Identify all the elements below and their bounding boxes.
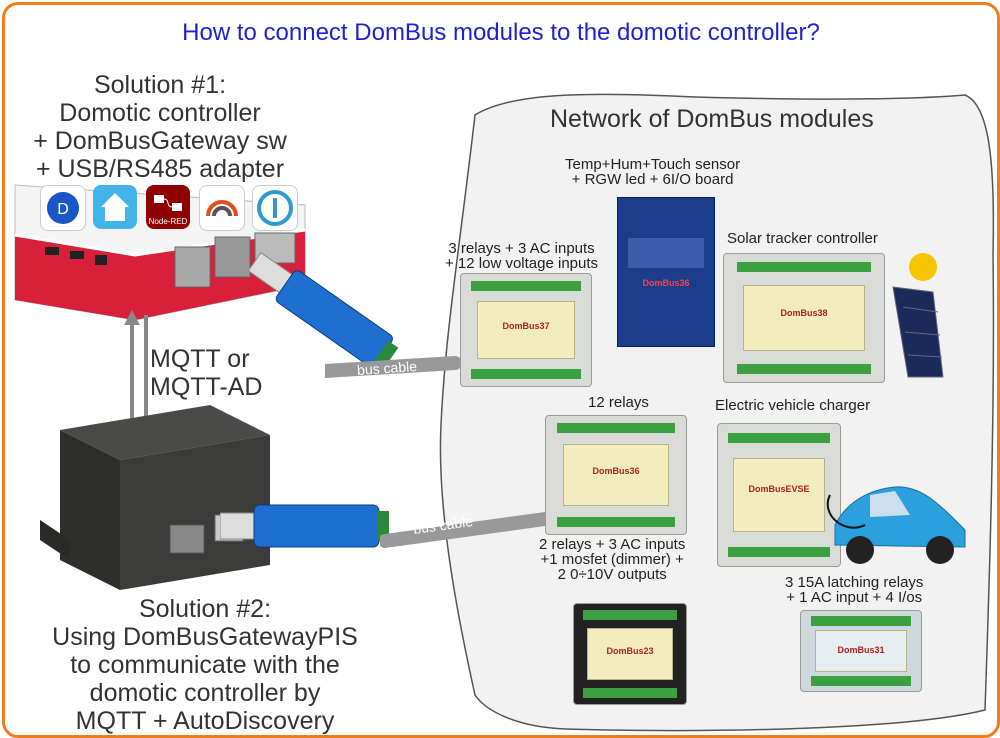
solar-panel-image bbox=[892, 253, 944, 378]
solution2-line-5: MQTT + AutoDiscovery bbox=[75, 707, 335, 735]
module-7-label: DomBus31 bbox=[837, 644, 885, 655]
solution1-text: Solution #1: Domotic controller + DomBus… bbox=[5, 71, 315, 183]
module-6-caption-line-1: 2 relays + 3 AC inputs bbox=[539, 536, 686, 553]
module-3-image: DomBus38 bbox=[723, 253, 885, 383]
module-4-label: DomBus36 bbox=[592, 465, 640, 476]
solution1-line-1: Solution #1: bbox=[93, 71, 227, 99]
bus-cable-2 bbox=[380, 512, 552, 548]
iobroker-logo-icon bbox=[252, 185, 298, 231]
module-7-caption-line-2: + 1 AC input + 4 I/os bbox=[786, 589, 923, 606]
raspberry-controller-image bbox=[14, 184, 306, 321]
module-6-caption-line-2: +1 mosfet (dimmer) + bbox=[540, 551, 684, 568]
module-5-caption: Electric vehicle charger bbox=[715, 398, 870, 413]
mqtt-label-line-2: MQTT-AD bbox=[150, 373, 263, 401]
module-6-caption-line-3: 2 0÷10V outputs bbox=[557, 566, 667, 583]
module-3-caption: Solar tracker controller bbox=[727, 231, 878, 246]
solution2-line-1: Solution #2: bbox=[138, 595, 272, 623]
domoticz-logo-icon: D bbox=[40, 185, 86, 231]
module-4-caption: 12 relays bbox=[588, 395, 649, 410]
module-6-label: DomBus23 bbox=[606, 646, 654, 656]
module-1-caption: Temp+Hum+Touch sensor + RGW led + 6I/O b… bbox=[565, 157, 740, 187]
dombus-gateway-box-image bbox=[40, 405, 270, 590]
solution2-line-2: Using DomBusGatewayPIS bbox=[52, 623, 358, 651]
solution1-line-2: Domotic controller bbox=[59, 99, 261, 127]
module-1-board-image: DomBus36 bbox=[617, 197, 715, 347]
module-5-caption-line-1: Electric vehicle charger bbox=[715, 397, 871, 414]
module-4-image: DomBus36 bbox=[545, 415, 687, 535]
module-1-caption-line-1: Temp+Hum+Touch sensor bbox=[565, 156, 741, 173]
module-3-caption-line-1: Solar tracker controller bbox=[727, 230, 878, 247]
openhab-logo-icon bbox=[199, 185, 245, 231]
module-2-caption-line-1: 3 relays + 3 AC inputs bbox=[448, 240, 595, 257]
module-3-label: DomBus38 bbox=[780, 307, 828, 318]
module-7-caption: 3 15A latching relays + 1 AC input + 4 I… bbox=[785, 575, 923, 605]
bus-cable-1 bbox=[325, 356, 462, 378]
module-2-image: DomBus37 bbox=[460, 273, 592, 387]
solution2-text: Solution #2: Using DomBusGatewayPIS to c… bbox=[10, 595, 400, 735]
module-5-label: DomBusEVSE bbox=[748, 483, 810, 494]
solution2-line-3: to communicate with the bbox=[70, 651, 340, 679]
module-2-caption: 3 relays + 3 AC inputs + 12 low voltage … bbox=[445, 241, 598, 271]
electric-car-image bbox=[826, 486, 966, 564]
module-1-caption-line-2: + RGW led + 6I/O board bbox=[571, 171, 734, 188]
home-assistant-logo-icon bbox=[93, 185, 137, 229]
page-title: How to connect DomBus modules to the dom… bbox=[182, 19, 820, 46]
mqtt-label-line-1: MQTT or bbox=[150, 345, 250, 373]
solution1-line-3: + DomBusGateway sw bbox=[33, 127, 287, 155]
module-1-label: DomBus36 bbox=[642, 278, 690, 288]
module-6-caption: 2 relays + 3 AC inputs +1 mosfet (dimmer… bbox=[539, 537, 685, 582]
module-4-caption-line-1: 12 relays bbox=[588, 394, 649, 411]
usb-rs485-adapter-2-image bbox=[220, 504, 389, 548]
module-2-caption-line-2: + 12 low voltage inputs bbox=[445, 255, 599, 272]
network-title: Network of DomBus modules bbox=[550, 105, 874, 133]
module-7-image: DomBus31 bbox=[800, 610, 922, 692]
node-red-logo-text: Node-RED bbox=[148, 217, 188, 226]
solution1-line-4: + USB/RS485 adapter bbox=[35, 155, 285, 183]
module-7-caption-line-1: 3 15A latching relays bbox=[785, 574, 924, 591]
module-6-image: DomBus23 bbox=[573, 603, 687, 705]
mqtt-label: MQTT or MQTT-AD bbox=[150, 345, 263, 401]
module-5-image: DomBusEVSE bbox=[717, 423, 841, 567]
module-2-label: DomBus37 bbox=[502, 321, 550, 332]
svg-text:D: D bbox=[57, 201, 69, 218]
solution2-line-4: domotic controller by bbox=[89, 679, 321, 707]
node-red-logo-icon: Node-RED bbox=[146, 185, 190, 229]
